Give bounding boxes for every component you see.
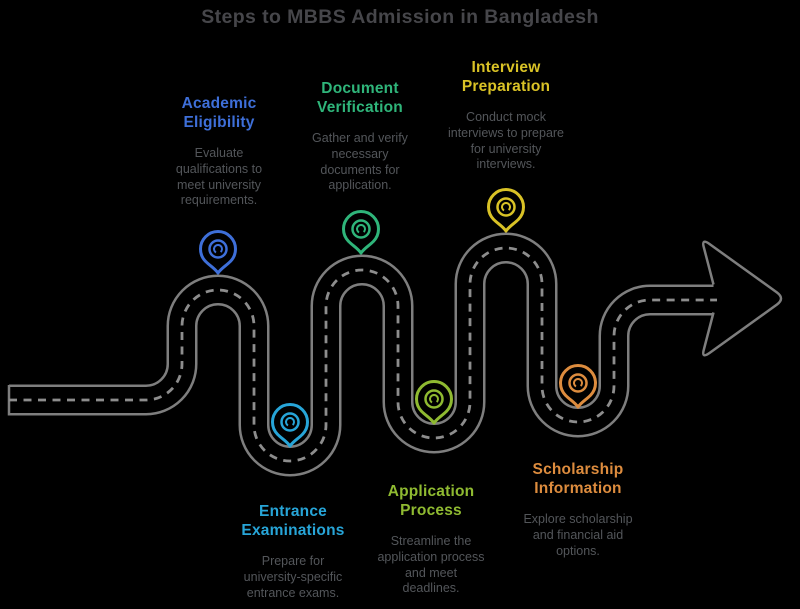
step-description: Streamline the application process and m… xyxy=(377,534,485,596)
step-description: Conduct mock interviews to prepare for u… xyxy=(447,110,565,172)
step-description: Gather and verify necessary documents fo… xyxy=(312,131,408,193)
step-title: Entrance Examinations xyxy=(241,503,345,540)
step-application-process: Application Process Streamline the appli… xyxy=(356,482,506,597)
step-title: Document Verification xyxy=(317,80,403,117)
step-description: Explore scholarship and financial aid op… xyxy=(523,512,633,558)
step-scholarship-information: Scholarship Information Explore scholars… xyxy=(503,460,653,559)
map-pin-icon-interview-preparation xyxy=(487,188,525,233)
map-pin-icon-scholarship-information xyxy=(559,364,597,409)
step-document-verification: Document Verification Gather and verify … xyxy=(285,79,435,194)
map-pin-icon-application-process xyxy=(415,380,453,425)
map-pin-icon-academic-eligibility xyxy=(199,230,237,275)
step-entrance-examinations: Entrance Examinations Prepare for univer… xyxy=(218,502,368,601)
step-title: Application Process xyxy=(387,483,475,520)
map-pin-icon-entrance-examinations xyxy=(271,403,309,448)
step-academic-eligibility: Academic Eligibility Evaluate qualificat… xyxy=(144,94,294,209)
map-pin-icon-document-verification xyxy=(342,210,380,255)
step-description: Evaluate qualifications to meet universi… xyxy=(175,146,263,208)
arrow-right-icon xyxy=(701,240,783,357)
step-title: Interview Preparation xyxy=(461,59,551,96)
road-surface xyxy=(9,248,717,461)
step-title: Scholarship Information xyxy=(532,461,624,498)
step-description: Prepare for university-specific entrance… xyxy=(243,554,343,600)
step-interview-preparation: Interview Preparation Conduct mock inter… xyxy=(431,58,581,173)
page-title: Steps to MBBS Admission in Bangladesh xyxy=(201,6,599,28)
step-title: Academic Eligibility xyxy=(181,95,257,132)
